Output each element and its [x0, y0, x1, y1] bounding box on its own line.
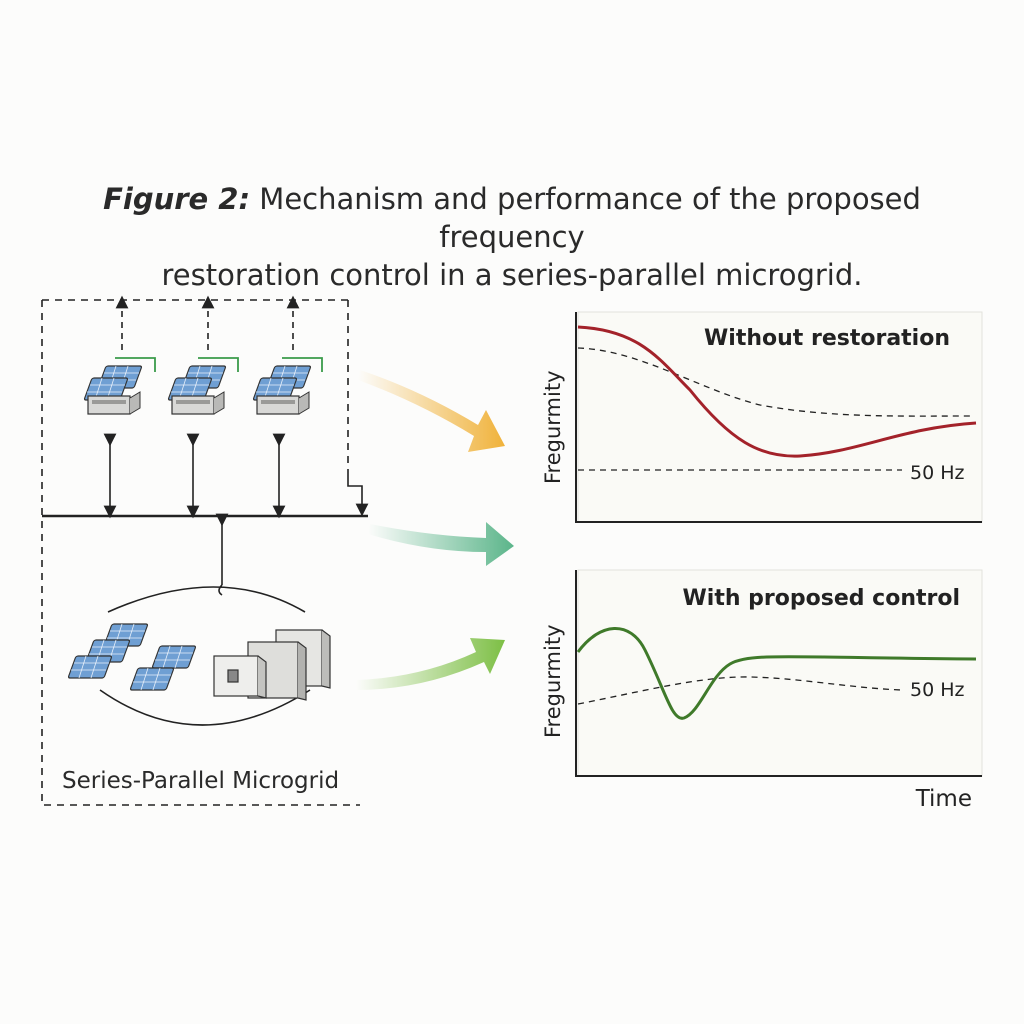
plot-top: Without restoration 50 Hz Fregurmity: [541, 311, 983, 523]
plot-top-axes: [575, 312, 982, 523]
plot-top-ylabel: Fregurmity: [541, 370, 565, 484]
upward-arrows: [115, 295, 300, 350]
plot-bottom: With proposed control 50 Hz Fregurmity T…: [541, 569, 983, 812]
caption-line-1: Mechanism and performance of the propose…: [259, 182, 921, 254]
plot-bottom-title: With proposed control: [683, 586, 960, 611]
plot-bottom-xlabel: Time: [915, 786, 972, 812]
storage-connector: [215, 513, 229, 596]
figure-label: Figure 2:: [103, 182, 251, 216]
source-unit-2: [168, 357, 239, 414]
caption-line-2: restoration control in a series-parallel…: [161, 258, 863, 292]
storage-cabinets: [213, 629, 331, 701]
microgrid-enclosure: [41, 299, 360, 806]
cluster-outline: [99, 586, 311, 726]
flow-arrows: [356, 370, 514, 690]
pv-array-cluster: [67, 623, 197, 691]
plot-bottom-curve: [576, 627, 977, 720]
plot-bottom-baseline: [577, 676, 903, 705]
plot-top-curve: [577, 325, 977, 458]
source-unit-1: [84, 357, 156, 414]
plot-bottom-reference-label: 50 Hz: [910, 679, 965, 701]
plot-top-baseline: [577, 347, 973, 417]
source-unit-3: [253, 357, 323, 414]
plot-top-title: Without restoration: [704, 326, 950, 351]
plot-top-reference-label: 50 Hz: [910, 462, 965, 484]
figure-caption: Figure 2: Mechanism and performance of t…: [40, 180, 984, 294]
bus-connectors: [103, 433, 369, 519]
plot-bottom-axes: [575, 570, 982, 777]
microgrid-label: Series-Parallel Microgrid: [62, 768, 339, 794]
plot-bottom-ylabel: Fregurmity: [541, 624, 565, 738]
